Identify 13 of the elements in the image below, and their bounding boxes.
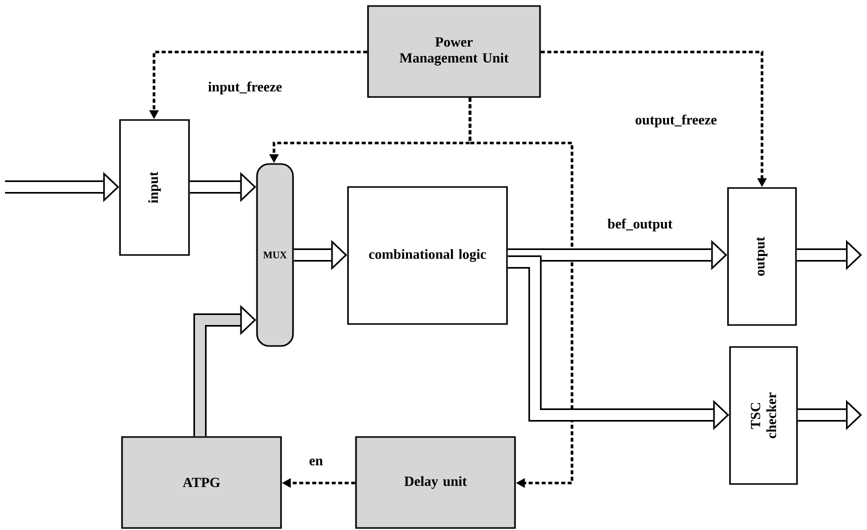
arrow [468, 98, 574, 488]
multiplexer-box: MUX [256, 163, 294, 347]
delay-box: Delay unit [355, 436, 516, 529]
logic-box: combinational logic [347, 186, 508, 325]
edge-label: bef_output [606, 217, 674, 233]
checker-box: TSC checker [729, 346, 798, 485]
register-box: input [119, 119, 190, 256]
edge-label: en [308, 457, 324, 467]
edge-label: input_freeze [206, 80, 284, 96]
edge-label: output_freeze [634, 113, 718, 129]
register-box: output [727, 187, 797, 326]
unit-box: Power Management Unit [367, 5, 541, 98]
generator-box: ATPG [121, 436, 282, 529]
